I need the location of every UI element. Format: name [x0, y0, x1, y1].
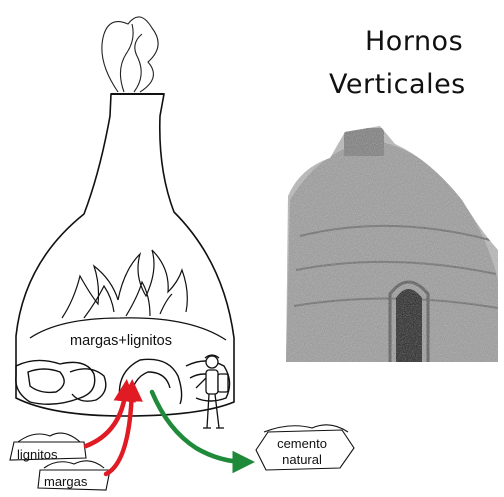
title-line-2: Verticales — [329, 69, 466, 100]
lignitos-label: lignitos — [17, 447, 57, 462]
mixture-label: margas+lignitos — [70, 333, 172, 349]
margas-label: margas — [44, 474, 87, 489]
cemento-label: cemento — [267, 436, 337, 451]
kiln-outline — [16, 94, 234, 416]
kiln-photo — [284, 120, 500, 366]
natural-label: natural — [267, 452, 337, 467]
title-line-1: Hornos — [365, 26, 463, 57]
